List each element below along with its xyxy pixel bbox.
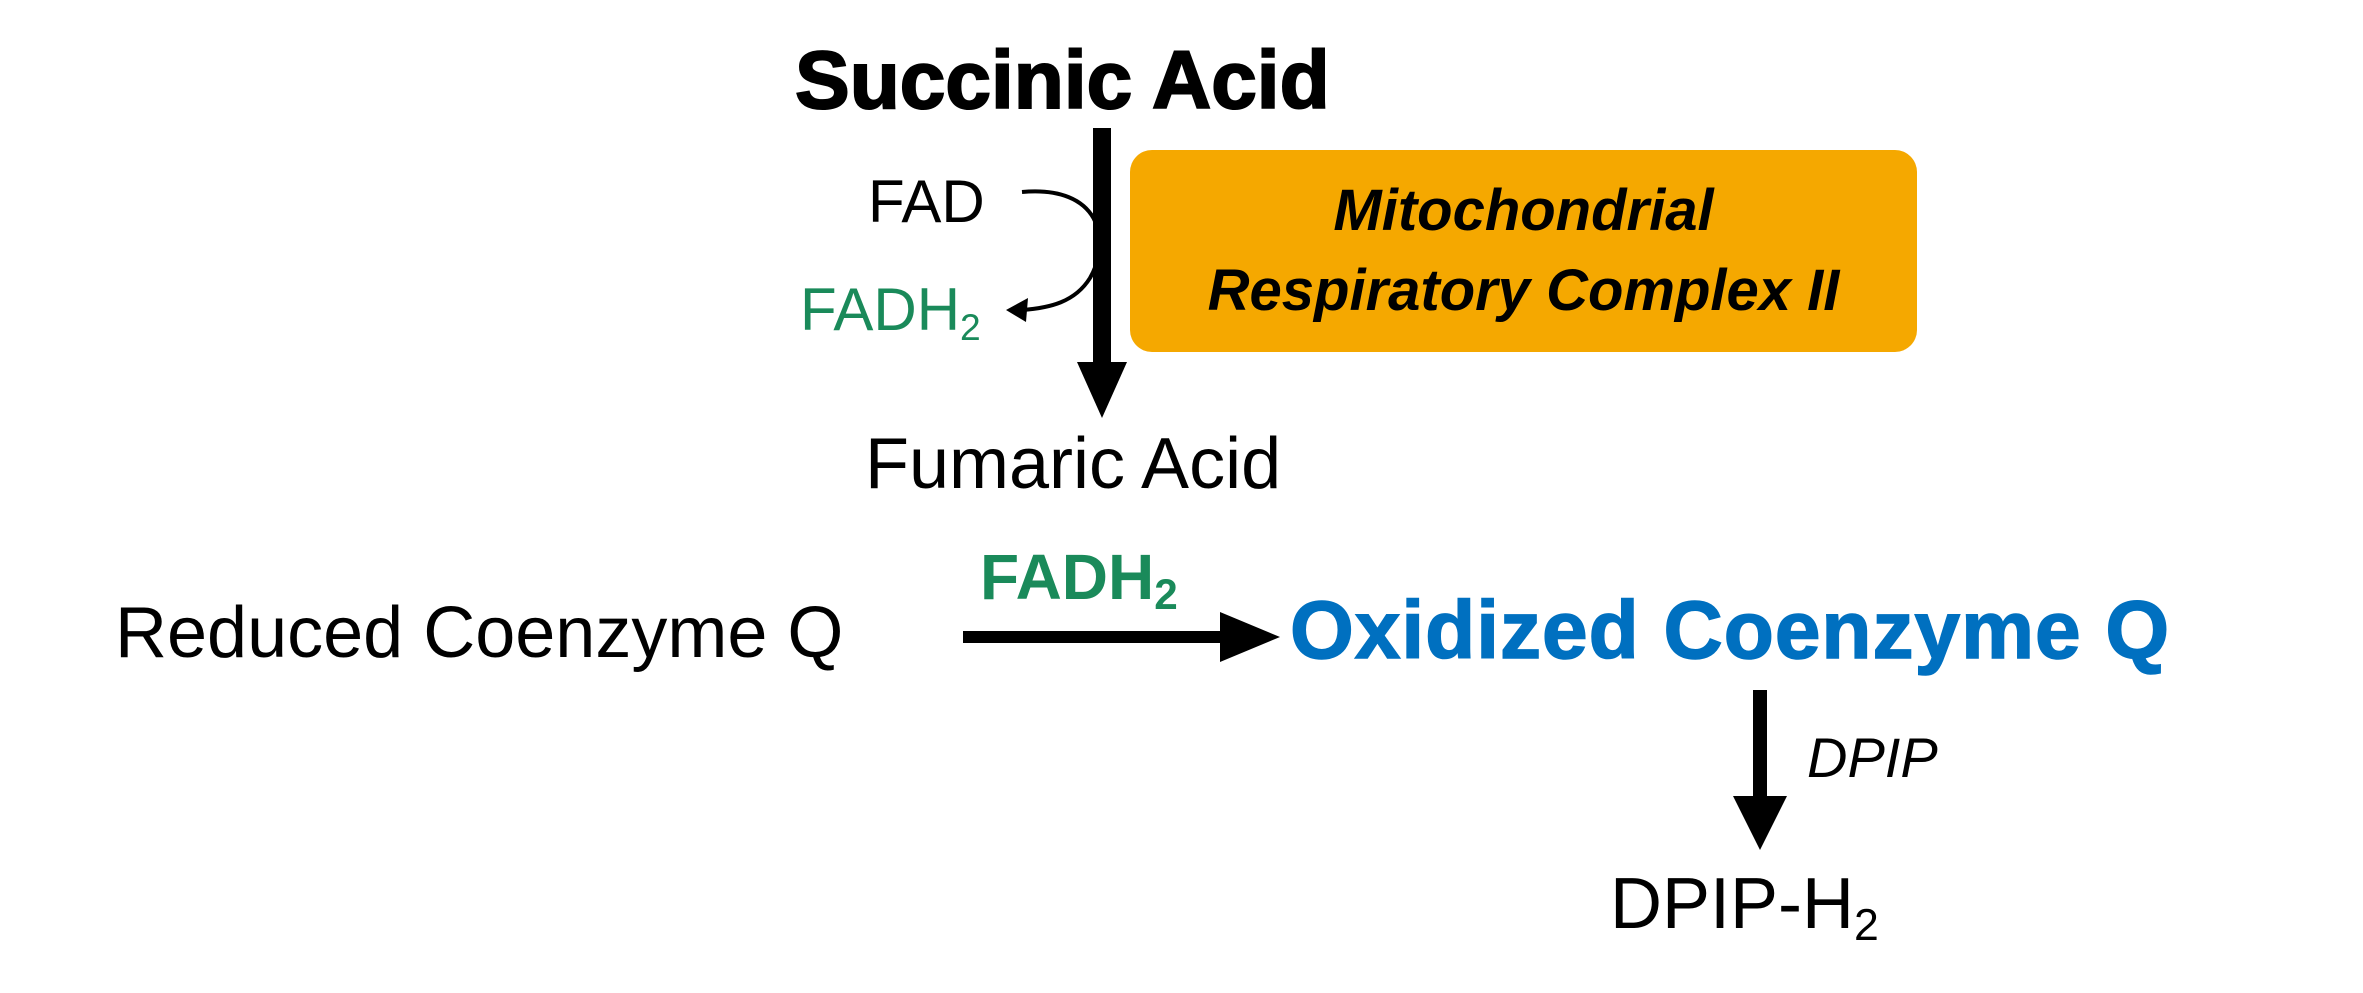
fadh2-side-subscript: 2 (960, 306, 981, 349)
oxidized-coenzyme-q-label: Oxidized Coenzyme Q (1289, 585, 2171, 676)
dpip-h2-subscript: 2 (1854, 901, 1879, 951)
oxidized-to-dpip-arrow-head (1733, 796, 1787, 850)
succinic-acid-label: Succinic Acid (794, 35, 1331, 126)
fad-to-fadh2-curve-arrow-head (1006, 298, 1028, 322)
fad-to-fadh2-curve-arrow (1021, 189, 1102, 312)
reduced-coenzyme-q-label: Reduced Coenzyme Q (115, 593, 844, 673)
dpip-h2-base: DPIP-H (1610, 864, 1855, 944)
fadh2-side-label: FADH2 (800, 280, 981, 347)
fadh2-side-base: FADH (800, 276, 961, 343)
fumaric-acid-label: Fumaric Acid (865, 424, 1282, 504)
complex-ii-box: Mitochondrial Respiratory Complex II (1130, 150, 1917, 352)
fadh2-arrow-label: FADH2 (980, 545, 1178, 616)
reduced-to-oxidized-arrow-head (1220, 612, 1280, 662)
complex-ii-line1: Mitochondrial (1333, 177, 1714, 243)
fad-label: FAD (868, 168, 985, 235)
fadh2-arrow-subscript: 2 (1154, 571, 1178, 619)
dpip-label: DPIP (1807, 726, 1938, 789)
succinic-to-fumaric-arrow-head (1077, 362, 1127, 418)
dpip-h2-label: DPIP-H2 (1610, 868, 1879, 948)
complex-ii-line2: Respiratory Complex II (1207, 258, 1840, 323)
fadh2-arrow-base: FADH (980, 541, 1155, 613)
